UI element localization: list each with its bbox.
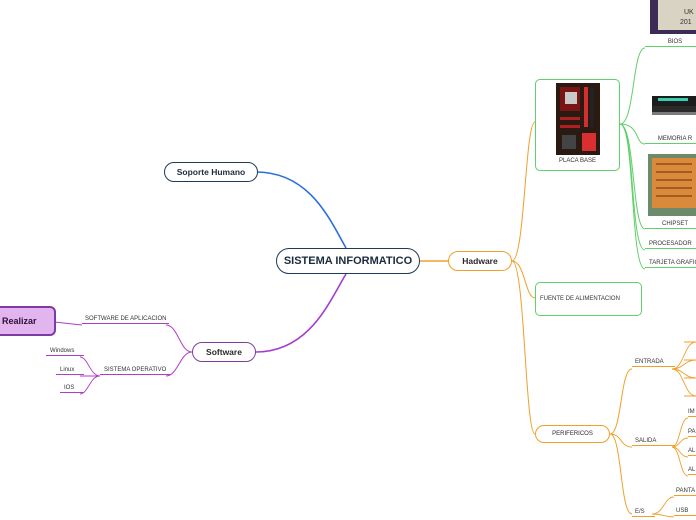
- tarjeta-grafica-label[interactable]: TARJETA GRAFICA: [645, 260, 696, 268]
- svg-text:201: 201: [680, 19, 692, 26]
- perifericos-node[interactable]: PERIFERICOS: [535, 425, 610, 443]
- memoria-label[interactable]: MEMORIA R: [645, 136, 696, 144]
- procesador-label[interactable]: PROCESADOR: [645, 241, 696, 249]
- sistema-operativo-label[interactable]: SISTEMA OPERATIVO: [100, 367, 170, 375]
- es-item-pantalla[interactable]: PANTA: [674, 488, 696, 496]
- soporte-humano-node[interactable]: Soporte Humano: [164, 162, 258, 182]
- fuente-node[interactable]: FUENTE DE ALIMENTACION: [535, 282, 642, 316]
- motherboard-icon: [555, 83, 600, 155]
- hardware-label: Hadware: [462, 256, 498, 266]
- bios-label[interactable]: BIOS: [645, 39, 696, 47]
- placa-base-label: PLACA BASE: [558, 158, 597, 164]
- os-ios-label[interactable]: IOS: [60, 385, 84, 393]
- placa-base-node[interactable]: PLACA BASE: [535, 79, 620, 171]
- ram-image: [648, 84, 696, 129]
- os-windows-label[interactable]: Windows: [46, 348, 84, 356]
- chipset-heatsink-icon: [648, 154, 696, 216]
- root-node[interactable]: SISTEMA INFORMATICO: [276, 248, 420, 274]
- software-label: Software: [206, 347, 242, 357]
- hardware-node[interactable]: Hadware: [448, 251, 512, 271]
- fuente-label: FUENTE DE ALIMENTACION: [540, 296, 620, 302]
- salida-label[interactable]: SALIDA: [632, 438, 675, 446]
- software-node[interactable]: Software: [192, 342, 256, 362]
- root-label: SISTEMA INFORMATICO: [283, 255, 413, 267]
- salida-item-al-1[interactable]: AL: [688, 448, 696, 456]
- es-label[interactable]: E/S: [632, 509, 655, 517]
- chipset-label[interactable]: CHIPSET: [645, 221, 696, 229]
- entrada-label[interactable]: ENTRADA: [632, 359, 675, 367]
- realizar-label: Realizar: [2, 316, 37, 326]
- salida-item-im[interactable]: IM: [688, 409, 696, 417]
- salida-item-al-2[interactable]: AL: [688, 467, 696, 475]
- software-aplicacion-label[interactable]: SOFTWARE DE APLICACION: [82, 316, 169, 324]
- es-item-usb[interactable]: USB: [674, 508, 696, 516]
- realizar-node[interactable]: Realizar: [0, 306, 56, 336]
- bios-image: UK 201: [650, 0, 696, 39]
- chipset-image: [648, 154, 696, 221]
- svg-text:UK: UK: [684, 9, 694, 16]
- bios-chip-icon: UK 201: [650, 0, 696, 34]
- salida-item-pa[interactable]: PA: [688, 429, 696, 437]
- os-linux-label[interactable]: Linux: [56, 367, 84, 375]
- soporte-humano-label: Soporte Humano: [176, 167, 246, 177]
- ram-module-icon: [648, 84, 696, 124]
- perifericos-label: PERIFERICOS: [552, 431, 593, 437]
